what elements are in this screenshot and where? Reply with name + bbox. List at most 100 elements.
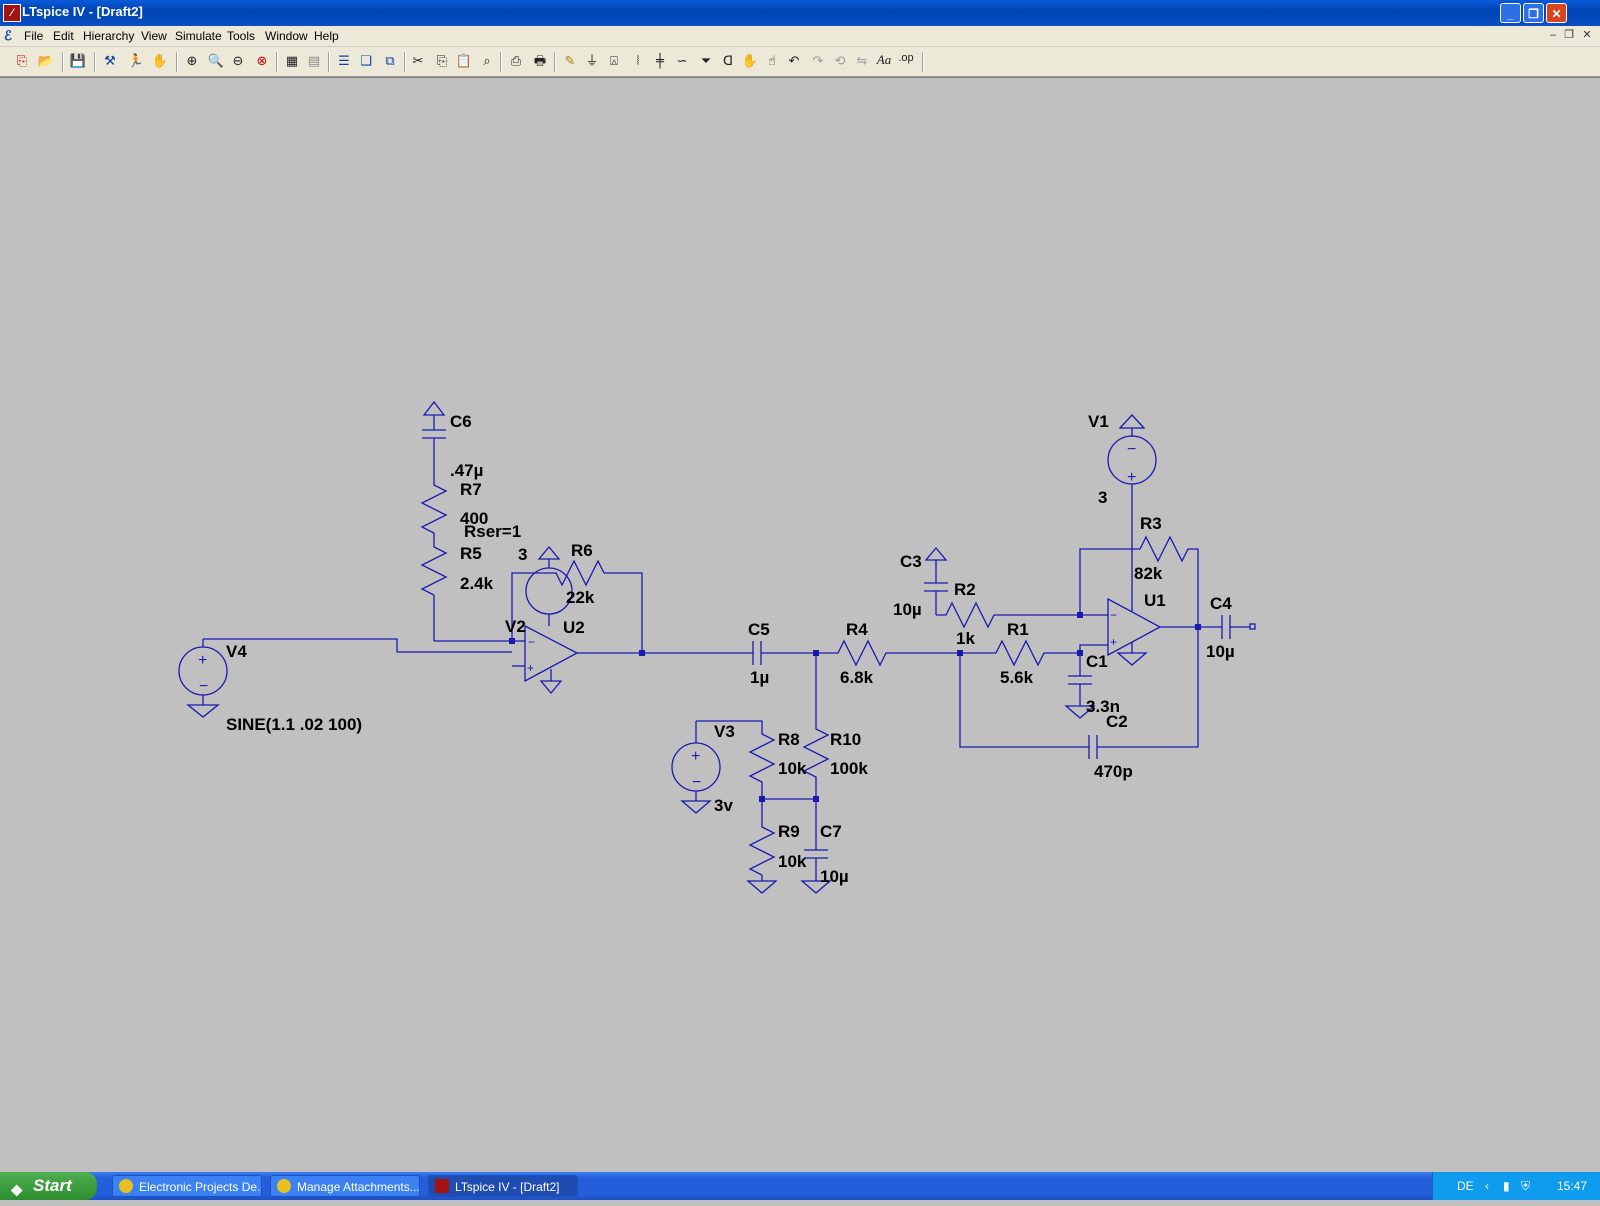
undo-icon[interactable]: ↶ [788,54,800,69]
menu-simulate[interactable]: Simulate [175,29,222,43]
c4-capacitor[interactable] [1221,615,1256,639]
inductor-icon[interactable]: ∽ [676,54,688,69]
c3-capacitor[interactable] [924,546,948,615]
antivirus-icon[interactable]: ⛨ [1521,1179,1531,1193]
schematic-canvas[interactable]: + − [0,77,1600,1150]
c5-capacitor[interactable] [752,641,762,665]
save-icon[interactable]: 💾 [69,54,87,69]
ltspice-app-icon[interactable]: ⁄ [3,4,21,22]
c1-capacitor[interactable] [1064,653,1096,719]
restore-icon[interactable]: ❐ [1523,3,1544,23]
close-icon[interactable]: ✕ [1546,3,1567,23]
zoom-in-icon[interactable]: ⊕ [186,54,198,69]
r5-resistor[interactable] [420,539,448,641]
menu-hierarchy[interactable]: Hierarchy [83,29,135,43]
open-icon[interactable]: 📂 [37,54,55,69]
menu-file[interactable]: File [24,29,44,43]
pan-icon[interactable]: 🔍 [207,54,225,69]
r2-resistor[interactable] [936,601,1080,629]
toolbar: ⎘ 📂 💾 ⚒ 🏃 ✋ ⊕ 🔍 ⊖ ⊗ ▦ ▤ ☰ ❏ ⧉ ✂ ⎘ 📋 ⌕ ⎙ … [0,47,1600,77]
r1-resistor[interactable] [990,639,1080,667]
wire [1097,627,1199,748]
draw-wire-icon[interactable]: ✎ [564,54,576,69]
control-panel-icon[interactable]: ⚒ [104,54,116,69]
menu-window[interactable]: Window [265,29,308,43]
component-icon[interactable]: ᗡ [723,54,733,69]
c6-capacitor[interactable] [422,400,446,475]
r8-resistor[interactable] [748,726,776,799]
mdi-close-icon[interactable]: ✕ [1582,29,1592,41]
r9-value: 10k [778,852,807,871]
ground-icon[interactable]: ⏚ [585,54,599,69]
v4-source[interactable]: + − [178,639,228,718]
toolbar-separator [94,52,96,72]
c2-capacitor[interactable] [1088,735,1098,759]
u1-opamp[interactable]: − + [1107,587,1162,666]
capacitor-icon[interactable]: ╪ [656,54,664,69]
tile-horizontal-icon[interactable]: ☰ [338,54,350,69]
run-icon[interactable]: 🏃 [127,54,145,69]
v3-source[interactable]: + − [671,721,721,814]
diode-icon[interactable]: ⏷ [700,54,712,69]
svg-text:+: + [1127,469,1136,486]
r10-resistor[interactable] [802,721,830,799]
zoom-out-icon[interactable]: ⊖ [232,54,244,69]
junction-dot [1077,650,1083,656]
r4-resistor[interactable] [832,639,960,667]
toolbar-separator [276,52,278,72]
cut-icon[interactable]: ✂ [412,54,424,69]
menu-view[interactable]: View [141,29,167,43]
mdi-restore-icon[interactable]: ❐ [1564,29,1574,41]
r7-resistor[interactable] [420,475,448,539]
r6-resistor[interactable] [549,559,643,653]
v2-source[interactable] [525,545,573,626]
svg-text:+: + [1110,635,1117,649]
mdi-minimize-icon[interactable]: – [1549,29,1557,41]
find-icon[interactable]: ⌕ [483,54,491,69]
zoom-fit-icon[interactable]: ⊗ [256,54,268,69]
minimize-icon[interactable]: _ [1500,3,1521,23]
c5-value: 1µ [750,668,769,687]
c7-capacitor[interactable] [800,799,832,894]
menu-edit[interactable]: Edit [53,29,74,43]
drag-icon[interactable]: ☝ [768,54,776,69]
clock[interactable]: 15:47 [1557,1179,1588,1193]
resistor-icon[interactable]: ⦚ [636,54,640,69]
move-icon[interactable]: ✋ [741,54,759,69]
r3-resistor[interactable] [1132,535,1199,627]
task-label: Electronic Projects De... [139,1180,262,1194]
r2-value: 1k [956,629,975,648]
mirror-icon[interactable]: ⇋ [856,54,868,69]
print-icon[interactable]: 🖶 [533,54,547,69]
tray-expand-icon[interactable]: ‹ [1485,1179,1489,1193]
tile-vertical-icon[interactable]: ⧉ [385,54,395,69]
paste-icon[interactable]: 📋 [455,54,473,69]
menu-help[interactable]: Help [314,29,339,43]
menu-tools[interactable]: Tools [227,29,256,43]
c3-label: C3 [900,552,922,571]
halt-icon[interactable]: ✋ [151,54,169,69]
text-icon[interactable]: Aa [876,52,892,67]
task-ltspice[interactable]: LTspice IV - [Draft2] [428,1175,578,1197]
task-electronic-projects[interactable]: Electronic Projects De... [112,1175,262,1197]
print-preview-icon[interactable]: ⎙ [510,54,522,69]
cascade-icon[interactable]: ❏ [360,54,372,69]
rotate-icon[interactable]: ⟲ [834,54,846,69]
document-menu-icon[interactable]: ℰ [4,28,12,43]
r1-value: 5.6k [1000,668,1034,687]
task-label: LTspice IV - [Draft2] [455,1180,560,1194]
autorange-icon[interactable]: ▦ [285,54,299,69]
view-spice-error-icon[interactable]: ▤ [307,54,321,69]
r9-resistor[interactable] [746,799,778,894]
redo-icon[interactable]: ↷ [812,54,824,69]
network-icon[interactable]: ▮ [1503,1179,1510,1193]
copy-icon[interactable]: ⎘ [436,54,448,69]
language-indicator[interactable]: DE [1457,1179,1474,1193]
task-manage-attachments[interactable]: Manage Attachments... [270,1175,420,1197]
new-schematic-icon[interactable]: ⎘ [16,54,28,69]
spice-directive-icon[interactable]: .op [898,52,914,64]
v1-source[interactable]: − + [1107,414,1157,587]
schematic-drawing[interactable]: + − [0,78,1600,1150]
label-net-icon[interactable]: ⍓ [610,54,618,69]
start-button[interactable]: ❖ Start [0,1172,97,1200]
